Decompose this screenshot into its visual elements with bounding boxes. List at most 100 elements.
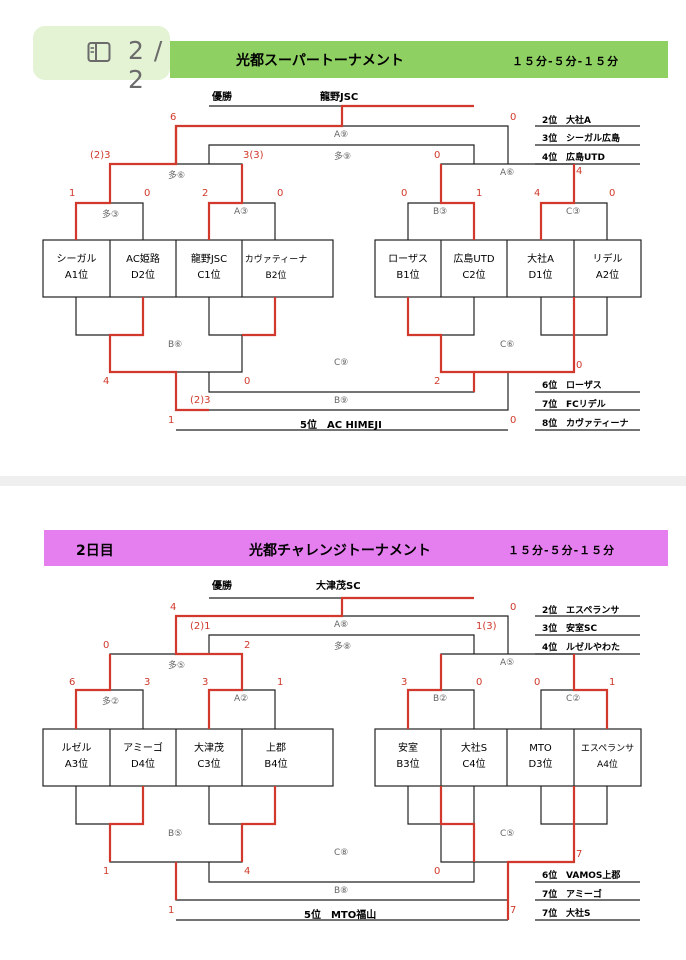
score: 2 (244, 640, 251, 651)
score: 0 (103, 640, 110, 651)
score: 0 (576, 360, 583, 371)
standing-team: カヴァティーナ (566, 419, 629, 429)
match-label: C⑨ (334, 358, 349, 368)
score: 0 (510, 602, 517, 613)
score: 0 (144, 188, 151, 199)
match-label: 多⑨ (334, 152, 352, 162)
standing-team: VAMOS上郡 (566, 871, 621, 881)
title-banner-2 (44, 530, 668, 566)
match-label: B⑧ (334, 886, 349, 896)
match-label: B⑨ (334, 396, 349, 406)
score: 1 (69, 188, 76, 199)
score: 0 (510, 112, 517, 123)
score: 1 (168, 415, 175, 426)
score: 1(3) (476, 621, 497, 632)
score: 4 (576, 166, 583, 177)
winner-name: 大津茂SC (316, 581, 361, 592)
title-banner-1 (170, 41, 668, 78)
standing-place: 2位 (542, 116, 558, 126)
standing-team: アミーゴ (566, 890, 602, 900)
score: 1 (609, 677, 616, 688)
page-2: 2日目 光都チャレンジトーナメント １５分-５分-１５分 優勝 大津茂SC A⑧… (0, 486, 686, 960)
standing-place: 3位 (542, 624, 558, 634)
match-label: 多③ (102, 210, 120, 220)
score: 3 (144, 677, 151, 688)
winner-name: 龍野JSC (320, 92, 359, 103)
match-label: 多② (102, 697, 120, 707)
day-label: 2日目 (76, 543, 114, 559)
standing-place: 8位 (542, 419, 558, 429)
standing-place: 7位 (542, 890, 558, 900)
score: 3 (202, 677, 209, 688)
standing-team: FCリデル (566, 400, 606, 410)
standing-team: 大社A (566, 116, 591, 126)
fifth-place: 5位 MTO福山 (304, 910, 377, 921)
match-label: C② (566, 694, 581, 704)
score: 0 (277, 188, 284, 199)
score: 4 (170, 602, 177, 613)
match-label: A⑨ (334, 130, 349, 140)
sidebar-panel-icon (87, 42, 111, 62)
score: 3 (401, 677, 408, 688)
score: 0 (401, 188, 408, 199)
match-label: B③ (433, 207, 448, 217)
winner-label: 優勝 (212, 581, 232, 592)
standing-place: 6位 (542, 381, 558, 391)
match-label: C③ (566, 207, 581, 217)
match-label: C⑧ (334, 848, 349, 858)
score: 0 (434, 866, 441, 877)
standing-place: 3位 (542, 134, 558, 144)
match-label: A⑧ (334, 620, 349, 630)
bracket-lines-1 (42, 41, 668, 431)
match-label: A⑤ (500, 658, 515, 668)
score: 2 (202, 188, 209, 199)
bracket-lines-2 (42, 530, 668, 921)
match-label: 多⑧ (334, 642, 352, 652)
match-format: １５分-５分-１５分 (508, 544, 616, 557)
standing-place: 4位 (542, 153, 558, 163)
score: 1 (168, 905, 175, 916)
match-label: B② (433, 694, 448, 704)
score: 6 (170, 112, 177, 123)
match-label: A② (234, 694, 249, 704)
score: (2)3 (90, 150, 111, 161)
match-label: A⑥ (500, 168, 515, 178)
tournament-title: 光都チャレンジトーナメント (249, 543, 431, 559)
page-indicator[interactable]: 2 / 2 (33, 26, 170, 94)
match-label: C⑥ (500, 340, 515, 350)
standing-team: エスペランサ (566, 606, 620, 616)
score: 7 (576, 849, 583, 860)
standing-team: 大社S (566, 909, 591, 919)
standing-place: 6位 (542, 871, 558, 881)
standing-place: 7位 (542, 400, 558, 410)
score: 7 (510, 905, 517, 916)
standing-place: 7位 (542, 909, 558, 919)
score: 4 (244, 866, 251, 877)
score: 2 (434, 376, 441, 387)
match-label: B⑥ (168, 340, 183, 350)
standing-team: 広島UTD (566, 153, 605, 163)
score: (2)1 (190, 621, 211, 632)
score: 1 (476, 188, 483, 199)
score: 0 (534, 677, 541, 688)
score: (2)3 (190, 395, 211, 406)
tournament-title: 光都スーパートーナメント (236, 53, 404, 69)
match-label: A③ (234, 207, 249, 217)
standing-team: シーガル広島 (566, 134, 621, 144)
match-label: B⑤ (168, 829, 183, 839)
page-counter: 2 / 2 (128, 36, 164, 94)
standing-team: ローザス (566, 381, 602, 391)
